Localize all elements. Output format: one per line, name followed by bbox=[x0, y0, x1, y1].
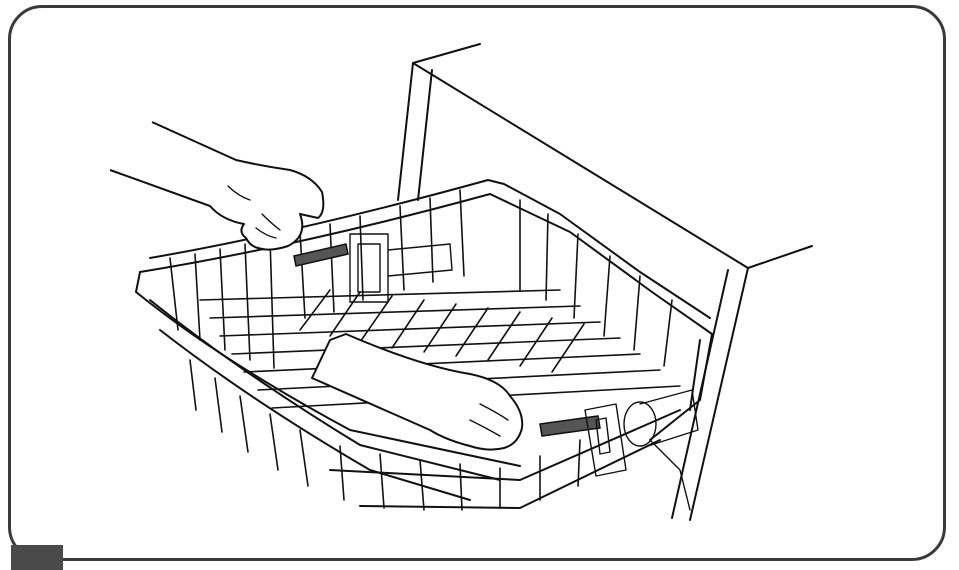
upper-rack bbox=[135, 179, 713, 511]
dishwasher-cabinet bbox=[397, 43, 813, 521]
illustration-frame bbox=[8, 5, 946, 561]
corner-tab bbox=[11, 545, 63, 570]
back-handle bbox=[293, 243, 349, 267]
back-hand bbox=[109, 121, 325, 251]
front-hand bbox=[311, 333, 524, 451]
rack-handles bbox=[293, 243, 601, 437]
rack-adjuster bbox=[584, 389, 699, 511]
front-handle bbox=[539, 415, 601, 437]
